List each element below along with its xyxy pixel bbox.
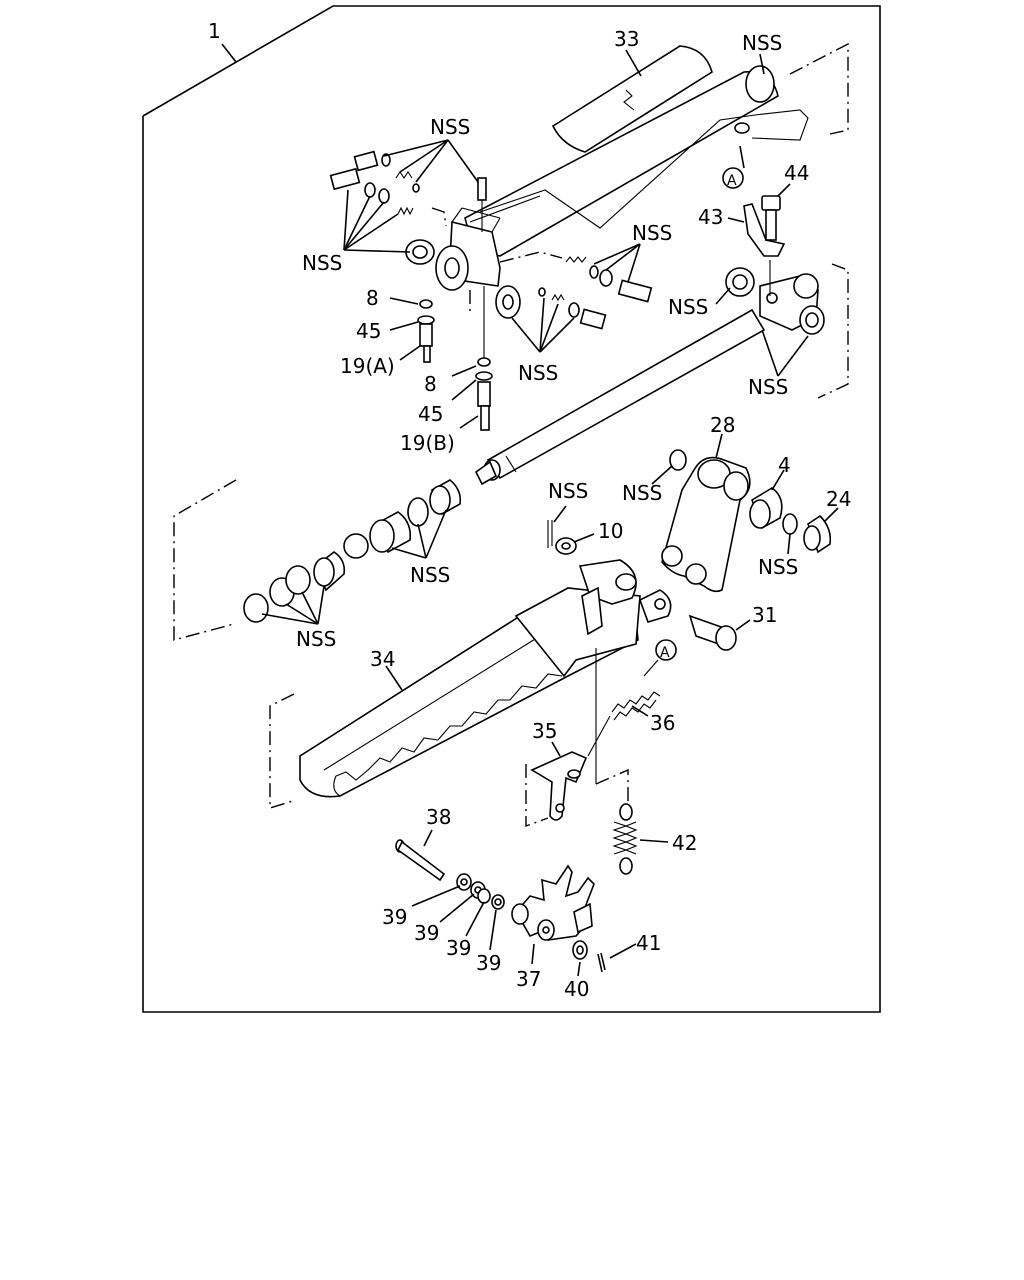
label-42: 42 xyxy=(672,831,697,855)
cover-33: 33 xyxy=(551,27,713,153)
label-36: 36 xyxy=(650,711,675,735)
label-nss-bearing-left: NSS xyxy=(296,627,336,651)
spring-42: 42 xyxy=(612,803,697,875)
housing-block xyxy=(435,177,501,291)
label-10: 10 xyxy=(598,519,623,543)
svg-text:A: A xyxy=(660,645,670,661)
label-nss-bushing: NSS xyxy=(758,555,798,579)
long-shaft xyxy=(474,308,766,486)
label-28: 28 xyxy=(710,413,735,437)
bracket-37: 37 xyxy=(511,864,595,991)
fitting-19b: 8 45 19(B) xyxy=(400,357,493,455)
pin-38: 38 xyxy=(395,805,451,882)
ring-10: NSS 10 xyxy=(547,479,623,555)
bushing-24: 24 xyxy=(803,487,851,554)
bolt-44: 44 xyxy=(761,161,809,241)
label-39-d: 39 xyxy=(476,951,501,975)
label-45-upper: 45 xyxy=(356,319,381,343)
label-45-lower: 45 xyxy=(418,402,443,426)
label-nss-lever: NSS xyxy=(622,481,662,505)
lever-28: 28 NSS xyxy=(622,413,751,593)
label-39-c: 39 xyxy=(446,936,471,960)
label-nss-ujoint-left: NSS xyxy=(668,295,708,319)
label-assembly: 1 xyxy=(208,19,221,43)
label-24: 24 xyxy=(826,487,851,511)
label-nss-ujoint: NSS xyxy=(748,375,788,399)
washers-39: 39 39 39 39 xyxy=(382,873,505,975)
label-19a: 19(A) xyxy=(340,354,395,378)
nss-fittings-left: NSS NSS xyxy=(302,115,479,275)
label-34: 34 xyxy=(370,647,395,671)
label-8-upper: 8 xyxy=(366,286,379,310)
label-44: 44 xyxy=(784,161,809,185)
label-nss-bearing-right: NSS xyxy=(410,563,450,587)
ref-a-top: A xyxy=(722,145,745,189)
label-nss-top: NSS xyxy=(742,31,782,55)
bearing-stack: NSS NSS xyxy=(243,479,462,651)
label-8-lower: 8 xyxy=(424,372,437,396)
column-shaft: NSS xyxy=(464,31,809,257)
nss-fittings-right: NSS NSS xyxy=(495,221,672,385)
bushing-4: 4 NSS xyxy=(749,453,798,579)
label-19b: 19(B) xyxy=(400,431,455,455)
label-nss-left: NSS xyxy=(302,251,342,275)
label-33: 33 xyxy=(614,27,639,51)
label-nss-upper-left: NSS xyxy=(430,115,470,139)
u-joint: NSS NSS xyxy=(668,260,825,399)
label-31: 31 xyxy=(752,603,777,627)
label-39-b: 39 xyxy=(414,921,439,945)
label-37: 37 xyxy=(516,967,541,991)
fitting-19a: 8 45 19(A) xyxy=(340,286,435,378)
frame-34: 34 xyxy=(299,559,672,798)
label-4: 4 xyxy=(778,453,791,477)
assembly-frame xyxy=(142,5,881,1013)
label-38: 38 xyxy=(426,805,451,829)
cotter-41: 41 xyxy=(597,931,661,973)
label-nss-center: NSS xyxy=(518,361,558,385)
ref-a-lower: A xyxy=(643,639,677,677)
svg-text:A: A xyxy=(727,173,737,189)
label-40: 40 xyxy=(564,977,589,1001)
label-35: 35 xyxy=(532,719,557,743)
spring-36: 36 xyxy=(611,691,675,735)
label-41: 41 xyxy=(636,931,661,955)
label-43: 43 xyxy=(698,205,723,229)
pin-31: 31 xyxy=(688,603,777,651)
plate-35: 35 xyxy=(530,719,588,821)
label-39-a: 39 xyxy=(382,905,407,929)
label-nss-cotter: NSS xyxy=(548,479,588,503)
label-nss-right-upper: NSS xyxy=(632,221,672,245)
bracket-43: 43 xyxy=(698,203,786,257)
washer-40: 40 xyxy=(564,940,589,1001)
